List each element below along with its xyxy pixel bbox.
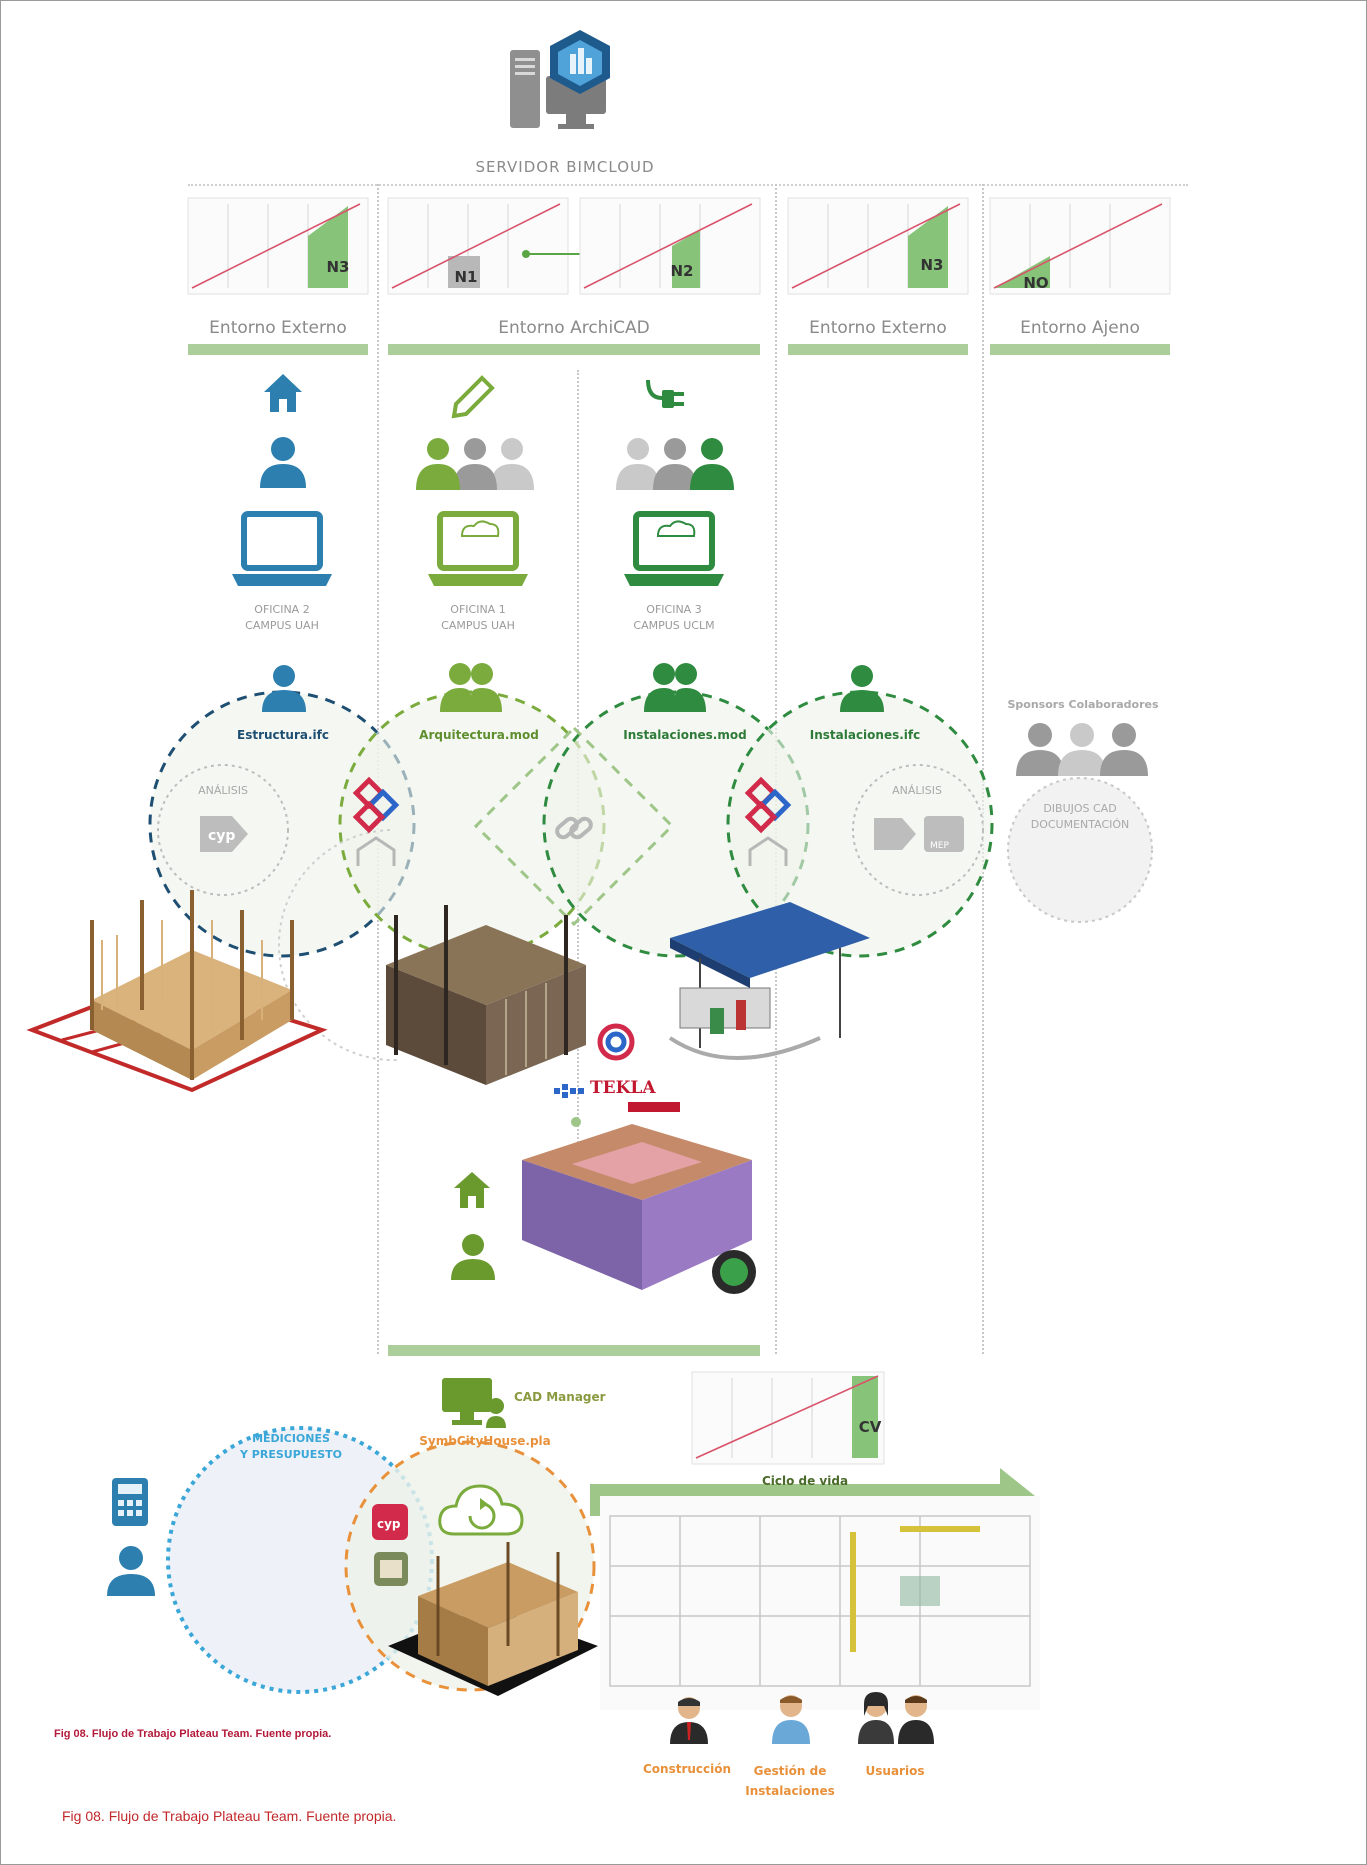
analysis-app-icon: cyp — [200, 816, 248, 852]
link-icon — [555, 816, 593, 840]
stakeholder-construction: Construcción — [642, 1762, 732, 1776]
level-n2: N2 — [670, 262, 694, 280]
user-icon — [260, 437, 306, 488]
level-n0: NO — [1023, 274, 1049, 292]
level-chart — [387, 197, 569, 295]
user-icon — [262, 665, 306, 712]
level-chart — [989, 197, 1171, 295]
env-bar — [990, 344, 1170, 355]
building-outline-icon — [748, 836, 788, 866]
construction-model-image — [388, 1542, 598, 1696]
svg-text:MEP: MEP — [930, 841, 949, 851]
sponsors-line2: DOCUMENTACIÓN — [1030, 818, 1130, 831]
structure-model-image — [26, 890, 328, 1093]
ifc-logo-icon — [744, 776, 792, 834]
laptop-icon — [232, 511, 332, 586]
file-structure: Estructura.ifc — [237, 728, 329, 742]
stakeholder-facility-line2: Instalaciones — [745, 1784, 835, 1798]
stakeholder-facility-line1: Gestión de — [753, 1764, 827, 1778]
level-n3-right: N3 — [920, 256, 944, 274]
svg-text:cyp: cyp — [208, 828, 235, 844]
analysis-app-icon: MEP — [874, 816, 964, 852]
analysis-right: ANÁLISIS — [892, 784, 942, 797]
server-distribution-line — [188, 184, 1188, 186]
sponsors-line1: DIBUJOS CAD — [1043, 802, 1117, 815]
home-icon — [264, 374, 302, 412]
inner-figure-caption: Fig 08. Flujo de Trabajo Plateau Team. F… — [54, 1728, 332, 1740]
file-installations-mod: Instalaciones.mod — [623, 728, 747, 742]
figure-caption: Fig 08. Flujo de Trabajo Plateau Team. F… — [62, 1808, 397, 1824]
measurements-line1: MEDICIONES — [252, 1432, 330, 1445]
env-bar — [188, 344, 368, 355]
users-people-icon — [858, 1692, 934, 1744]
tekla-ribbon — [628, 1102, 680, 1112]
installations-model-image — [668, 902, 870, 1060]
cloud-sync-icon — [438, 1484, 524, 1536]
construction-person-icon — [670, 1697, 708, 1744]
plug-icon — [646, 379, 684, 408]
level-cv: CV — [858, 1418, 882, 1436]
env-archicad: Entorno ArchiCAD — [498, 318, 650, 338]
connector-dot — [571, 1117, 581, 1127]
cloud-laptop-icon — [428, 511, 528, 586]
cloud-laptop-icon — [624, 511, 724, 586]
pencil-icon — [451, 375, 495, 419]
user-icon — [451, 1234, 495, 1280]
ifc-logo-icon — [352, 776, 400, 834]
tekla-logo-icon — [554, 1084, 584, 1098]
computer-icon — [442, 1378, 506, 1428]
project-file-label: SymbCityHouse.pla — [419, 1434, 551, 1448]
office2-campus: CAMPUS UAH — [245, 619, 319, 632]
analysis-left: ANÁLISIS — [198, 784, 248, 797]
stakeholder-users: Usuarios — [865, 1764, 925, 1778]
env-bar — [388, 344, 760, 355]
office3-campus: CAMPUS UCLM — [633, 619, 715, 632]
ifc-logo-icon — [597, 1023, 635, 1061]
analysis-app-icon: cyp — [372, 1504, 408, 1540]
home-icon — [454, 1172, 490, 1208]
team-icon — [616, 438, 734, 490]
office3-name: OFICINA 3 — [646, 603, 702, 616]
env-bar — [788, 344, 968, 355]
sponsors-title: Sponsors Colaboradores — [1007, 698, 1159, 711]
level-chart — [787, 197, 969, 295]
env-external-right: Entorno Externo — [809, 318, 947, 338]
server-label: SERVIDOR BIMCLOUD — [475, 158, 655, 176]
env-bar — [388, 1345, 760, 1356]
team-icon — [1016, 723, 1148, 776]
office2-name: OFICINA 2 — [254, 603, 310, 616]
level-chart — [187, 197, 369, 295]
file-installations-ifc: Instalaciones.ifc — [809, 728, 921, 742]
user-icon — [840, 665, 884, 712]
svg-text:cyp: cyp — [377, 1517, 401, 1531]
server-icon — [510, 30, 610, 129]
measurement-app-icon — [374, 1552, 408, 1586]
cad-manager-label: CAD Manager — [514, 1390, 606, 1404]
house-model-image — [522, 1124, 756, 1294]
column-separator — [982, 184, 984, 1354]
team-icon — [644, 663, 706, 712]
level-n3-left: N3 — [326, 258, 350, 276]
office1-name: OFICINA 1 — [450, 603, 506, 616]
env-external-left: Entorno Externo — [209, 318, 347, 338]
architecture-model-image — [386, 905, 586, 1085]
tekla-brand: TEKLA — [590, 1078, 656, 1098]
facility-person-icon — [772, 1695, 810, 1744]
level-chart — [691, 1371, 885, 1465]
building-section-image — [600, 1496, 1040, 1710]
team-icon — [416, 438, 534, 490]
level-n1: N1 — [454, 268, 478, 286]
office1-campus: CAMPUS UAH — [441, 619, 515, 632]
calculator-icon — [112, 1478, 148, 1526]
measurements-line2: Y PRESUPUESTO — [240, 1448, 342, 1461]
env-foreign: Entorno Ajeno — [1020, 318, 1140, 338]
building-outline-icon — [356, 836, 396, 866]
level-chart — [579, 197, 761, 295]
file-architecture: Arquitectura.mod — [419, 728, 539, 742]
team-icon — [440, 663, 502, 712]
user-icon — [107, 1546, 155, 1596]
lifecycle-label: Ciclo de vida — [761, 1474, 849, 1488]
